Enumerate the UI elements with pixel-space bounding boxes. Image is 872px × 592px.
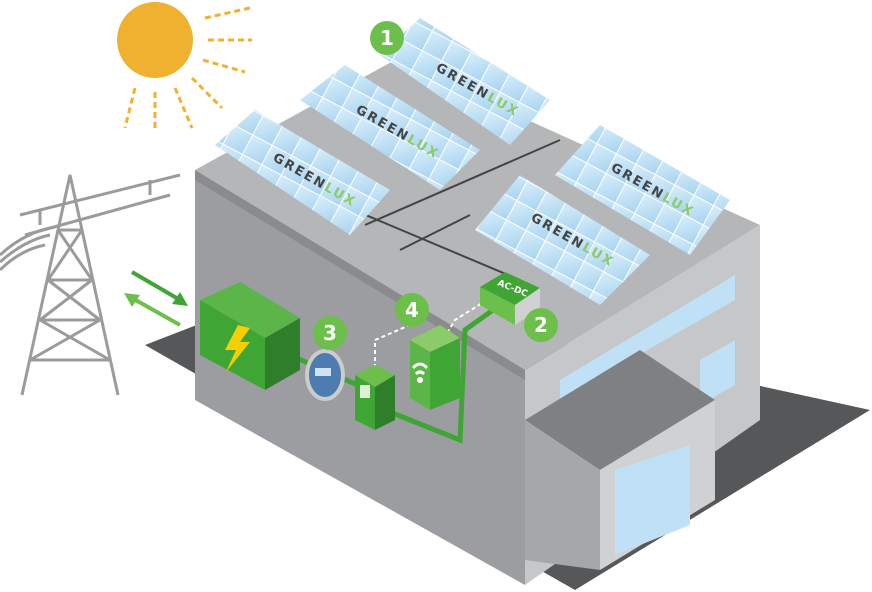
marker-2: 2 bbox=[524, 308, 558, 342]
svg-text:1: 1 bbox=[380, 26, 394, 50]
marker-3: 3 bbox=[313, 316, 347, 350]
flow-arrows-icon bbox=[124, 270, 188, 327]
solar-panel: GREENLUX bbox=[475, 175, 650, 305]
marker-4: 4 bbox=[395, 293, 429, 327]
wifi-router bbox=[410, 325, 460, 410]
sun-icon bbox=[117, 2, 252, 132]
solar-panels: GREENLUX GREENLUX GREENLUX GREENLUX GREE… bbox=[215, 18, 730, 305]
svg-text:2: 2 bbox=[534, 313, 548, 337]
annex-building bbox=[525, 350, 715, 570]
meter-icon bbox=[305, 349, 345, 401]
marker-1: 1 bbox=[370, 21, 404, 55]
solar-panel: GREENLUX bbox=[300, 65, 480, 190]
monitoring-unit bbox=[355, 365, 395, 430]
svg-text:4: 4 bbox=[405, 298, 419, 322]
solar-panel: GREENLUX bbox=[215, 110, 390, 235]
wifi-icon bbox=[411, 362, 429, 383]
svg-text:3: 3 bbox=[323, 321, 337, 345]
solar-panel: GREENLUX bbox=[380, 18, 550, 145]
grid-connection-box bbox=[200, 282, 300, 390]
solar-panel: GREENLUX bbox=[555, 125, 730, 255]
lightning-bolt-icon bbox=[225, 325, 250, 372]
ac-dc-inverter: AC-DC bbox=[480, 272, 540, 325]
power-tower-icon bbox=[0, 173, 181, 396]
